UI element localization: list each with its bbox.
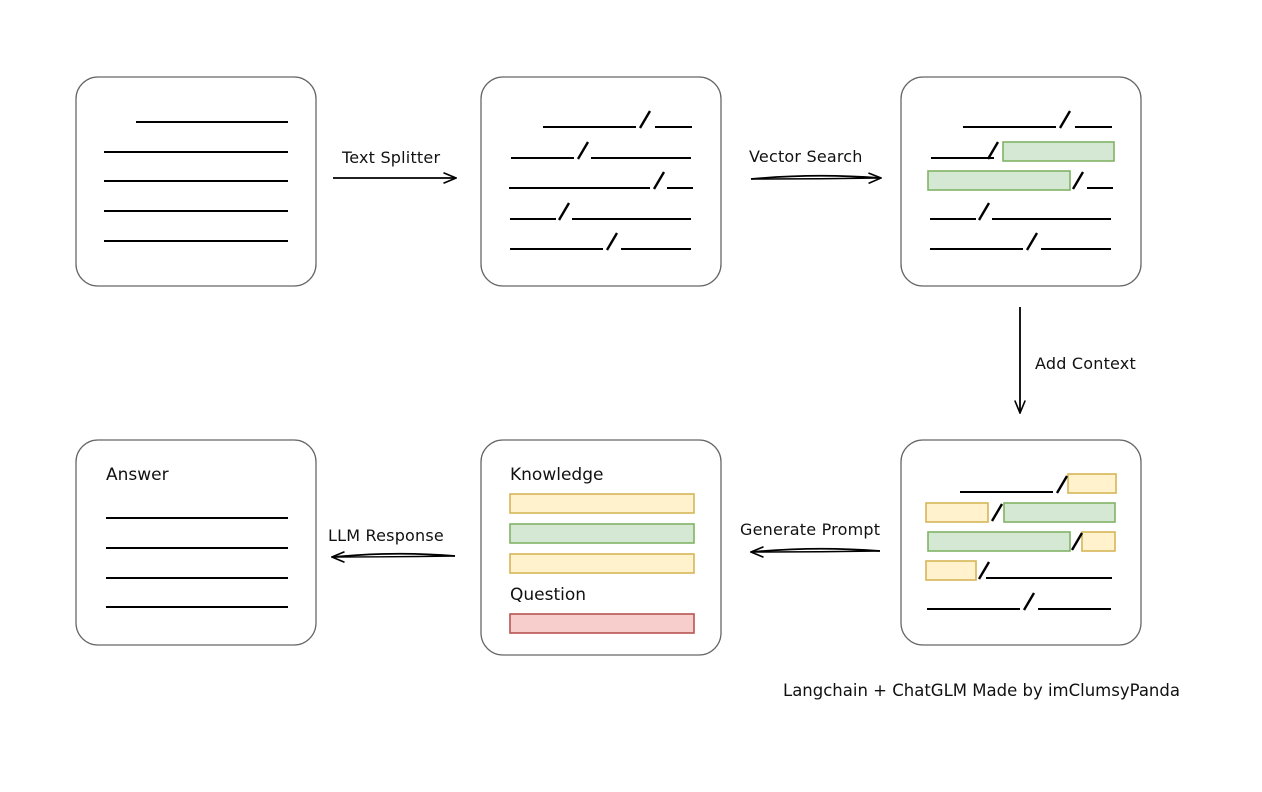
chunk-lines — [930, 126, 1113, 250]
box-source-document — [75, 76, 317, 287]
question-heading: Question — [510, 585, 587, 605]
chunk-lines — [927, 491, 1112, 610]
slash — [1071, 171, 1085, 190]
slash — [977, 561, 991, 580]
answer-lines — [106, 517, 288, 608]
slash — [977, 202, 991, 221]
bar-green — [1002, 141, 1115, 162]
arrow-generate-prompt — [751, 547, 881, 553]
slash — [1070, 532, 1084, 551]
answer-heading: Answer — [106, 465, 169, 485]
bar-yellow — [509, 493, 695, 514]
arrow-shaft — [751, 547, 881, 553]
box-answer — [75, 439, 317, 646]
slash — [986, 141, 1000, 160]
bar-yellow — [1067, 473, 1117, 494]
slash — [557, 202, 571, 221]
slash — [1025, 232, 1039, 251]
bar-green — [927, 531, 1071, 552]
arrow-shaft-2 — [333, 556, 456, 557]
bar-yellow — [509, 553, 695, 574]
bar-green — [927, 170, 1071, 191]
arrow-shaft-2 — [752, 551, 881, 552]
slash — [1058, 110, 1072, 129]
bar-red — [509, 613, 695, 634]
slash — [1055, 475, 1069, 494]
chunk-slashes — [977, 475, 1084, 611]
slash — [652, 171, 666, 190]
arrow-vector-search — [750, 174, 881, 180]
bar-green — [509, 523, 695, 544]
arrow-label-text-splitter: Text Splitter — [342, 148, 441, 167]
chunk-bars — [925, 473, 1117, 581]
arrow-shaft — [332, 552, 456, 558]
box-matched-chunks — [900, 76, 1142, 287]
slash — [990, 503, 1004, 522]
box-outline — [480, 76, 722, 287]
bar-green — [1003, 502, 1116, 523]
bar-yellow — [925, 502, 989, 523]
box-prompt — [480, 439, 722, 656]
bar-yellow — [925, 560, 977, 581]
doc-lines — [104, 121, 288, 242]
arrow-llm-response — [332, 552, 456, 558]
chunk-slashes — [977, 110, 1085, 251]
bar-yellow — [1081, 531, 1116, 552]
arrow-label-add-context: Add Context — [1035, 354, 1136, 373]
arrow-label-generate-prompt: Generate Prompt — [740, 520, 881, 539]
box-context-chunks — [900, 439, 1142, 646]
slash — [576, 141, 590, 160]
slash — [605, 232, 619, 251]
slash — [638, 110, 652, 129]
arrow-shaft-2 — [750, 178, 880, 179]
arrow-label-llm-response: LLM Response — [328, 526, 444, 545]
arrow-shaft — [750, 174, 881, 180]
footer-caption: Langchain + ChatGLM Made by imClumsyPand… — [783, 681, 1180, 700]
chunk-slashes — [557, 110, 666, 251]
slash — [1022, 592, 1036, 611]
prompt-bars — [509, 493, 695, 634]
knowledge-heading: Knowledge — [510, 465, 604, 485]
box-outline — [75, 439, 317, 646]
box-split-chunks — [480, 76, 722, 287]
chunk-lines — [509, 126, 693, 250]
chunk-bars — [927, 141, 1115, 191]
arrow-label-vector-search: Vector Search — [749, 147, 863, 166]
